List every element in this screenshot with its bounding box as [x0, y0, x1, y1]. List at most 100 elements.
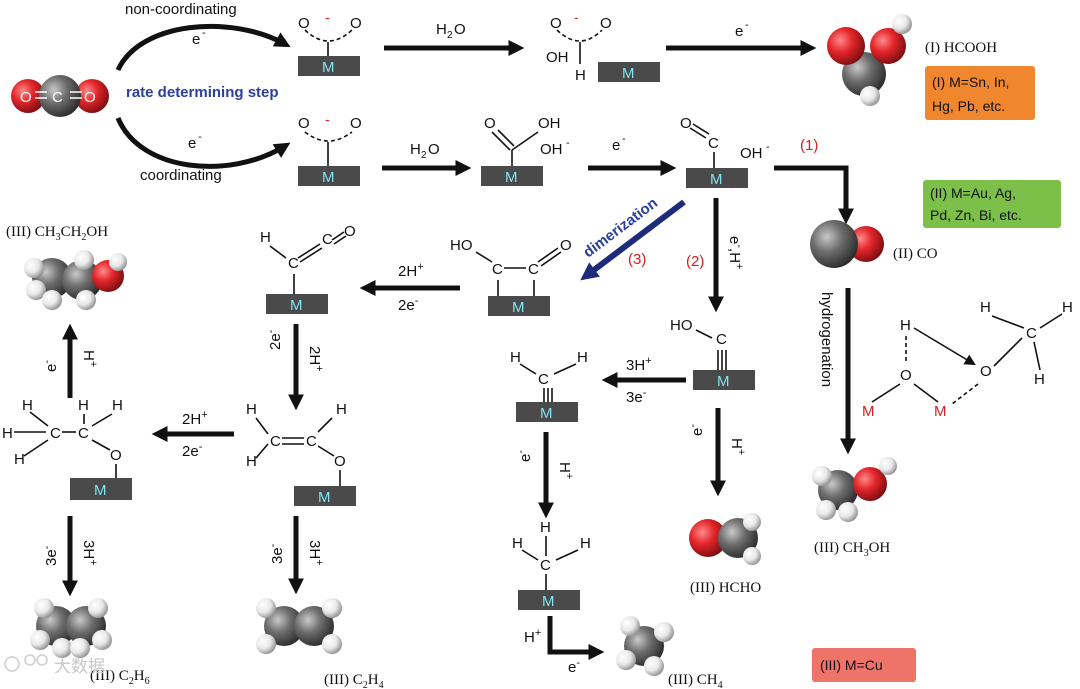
watermark: 大数据 — [4, 654, 105, 677]
non-coordinating-label: non-coordinating — [125, 1, 237, 18]
svg-text:M: M — [512, 299, 525, 316]
svg-text:H: H — [510, 349, 521, 366]
product-co-label: (II) CO — [893, 246, 938, 262]
svg-text:O: O — [550, 15, 562, 32]
svg-text:e-,H+: e-,H+ — [726, 236, 745, 269]
svg-text:OH: OH — [540, 141, 563, 158]
product-hcho-label: (III) HCHO — [690, 580, 761, 596]
arrow-to-ch4: H+ e- — [524, 616, 605, 676]
svg-text:O: O — [600, 15, 612, 32]
svg-text:e-: e- — [568, 657, 580, 676]
svg-text:C: C — [270, 433, 281, 450]
intermediate-coo-surface: O O - M — [298, 111, 362, 186]
intermediate-ketene-surface: H C C O M — [260, 223, 356, 314]
svg-text:H: H — [246, 453, 257, 470]
product-c2h4-label: (III) C2H4 — [324, 672, 384, 689]
svg-text:2H+: 2H+ — [306, 346, 325, 372]
svg-text:hydrogenation: hydrogenation — [818, 292, 835, 387]
svg-text:M: M — [540, 405, 553, 422]
intermediate-hcooh-surface: O O - OH H M — [546, 9, 660, 84]
arrow-to-ethanol: e- H+ — [41, 323, 99, 398]
hydrogenation-arrow: hydrogenation — [818, 288, 857, 455]
intermediate-vinyloxy-surface: H H H C C O M — [246, 401, 356, 506]
svg-text:H: H — [246, 401, 257, 418]
svg-text:H: H — [1034, 371, 1045, 388]
svg-text:M: M — [622, 65, 635, 82]
svg-text:O: O — [350, 115, 362, 132]
arrow-to-hcho: e- H+ — [687, 408, 747, 497]
arrow-to-vinyloxy-surface: 2e- 2H+ — [265, 324, 325, 411]
path-1-to-co: (1) — [774, 137, 855, 225]
svg-text:(3): (3) — [628, 251, 646, 268]
arrow-top-water: H 2 O — [384, 21, 525, 57]
svg-text:H+: H+ — [524, 627, 541, 646]
svg-text:3H+: 3H+ — [626, 355, 652, 374]
svg-text:3e-: 3e- — [41, 545, 60, 566]
svg-text:OH: OH — [740, 145, 763, 162]
svg-text:C: C — [492, 261, 503, 278]
intermediate-ethoxy-surface: H H H C C H H O M — [2, 397, 132, 500]
arrow-to-ch3-surface: e- H+ — [515, 432, 575, 519]
svg-text:-: - — [202, 27, 206, 39]
svg-text:2: 2 — [447, 30, 453, 41]
svg-text:H: H — [14, 451, 25, 468]
product-c2h6-label: (III) C2H6 — [90, 668, 150, 687]
arrow-to-ch-surface: 3H+ 3e- — [601, 355, 686, 406]
svg-text:C: C — [52, 89, 63, 106]
svg-text:M: M — [94, 482, 107, 499]
svg-text:-: - — [622, 133, 626, 145]
svg-text:C: C — [306, 433, 317, 450]
svg-text:2H+: 2H+ — [182, 409, 208, 428]
svg-text:HO: HO — [670, 317, 693, 334]
svg-text:M: M — [862, 403, 875, 420]
svg-text:O: O — [344, 223, 356, 240]
co2-molecule: O C O — [11, 75, 109, 117]
svg-text:-: - — [198, 131, 202, 143]
coordinating-path: e - coordinating — [115, 117, 291, 184]
svg-text:C: C — [50, 425, 61, 442]
arrow-mid-electron: e - — [588, 133, 677, 177]
methanol-mechanism-inset: H O M M O C H H H — [862, 299, 1073, 420]
svg-text:e: e — [188, 135, 196, 152]
metal-badge-group-1: (I) M=Sn, In, Hg, Pb, etc. — [925, 66, 1035, 120]
svg-text:O: O — [298, 115, 310, 132]
svg-text:Hg, Pb, etc.: Hg, Pb, etc. — [932, 98, 1005, 114]
svg-text:H: H — [2, 425, 13, 442]
svg-text:O: O — [334, 453, 346, 470]
svg-text:M: M — [322, 169, 335, 186]
arrow-to-c2h6: 3e- 3H+ — [41, 516, 99, 597]
svg-text:大数据: 大数据 — [54, 657, 105, 677]
svg-text:H: H — [900, 317, 911, 334]
intermediate-cocoh-dimer-surface: HO C C O M — [450, 237, 572, 316]
svg-text:O: O — [84, 89, 96, 106]
svg-text:M: M — [934, 403, 947, 420]
svg-text:-: - — [574, 9, 579, 25]
path-2-arrow: (2) e-,H+ — [686, 198, 745, 313]
metal-badge-group-2: (II) M=Au, Ag, Pd, Zn, Bi, etc. — [923, 180, 1061, 228]
svg-text:M: M — [290, 297, 303, 314]
svg-text:C: C — [322, 231, 333, 248]
svg-text:H: H — [410, 141, 421, 158]
svg-text:e-: e- — [687, 424, 706, 436]
svg-text:-: - — [325, 9, 330, 25]
intermediate-ch3-surface: H H H C M — [512, 519, 591, 610]
svg-text:O: O — [428, 141, 440, 158]
svg-text:C: C — [716, 331, 727, 348]
svg-text:H: H — [112, 397, 123, 414]
svg-text:e-: e- — [41, 360, 60, 372]
svg-text:HO: HO — [450, 237, 473, 254]
svg-text:3e-: 3e- — [267, 543, 286, 564]
svg-text:2H+: 2H+ — [398, 261, 424, 280]
svg-text:-: - — [566, 137, 570, 149]
arrow-to-ketene-surface: 2H+ 2e- — [359, 261, 460, 314]
svg-text:2e-: 2e- — [182, 441, 203, 460]
svg-text:(2): (2) — [686, 253, 704, 270]
svg-text:O: O — [110, 447, 122, 464]
non-coordinating-path: non-coordinating e - — [115, 1, 291, 72]
svg-text:-: - — [745, 19, 749, 31]
svg-text:2e-: 2e- — [398, 295, 419, 314]
svg-text:M: M — [322, 59, 335, 76]
arrow-mid-water: H 2 O — [382, 141, 472, 177]
svg-text:H+: H+ — [556, 462, 575, 479]
